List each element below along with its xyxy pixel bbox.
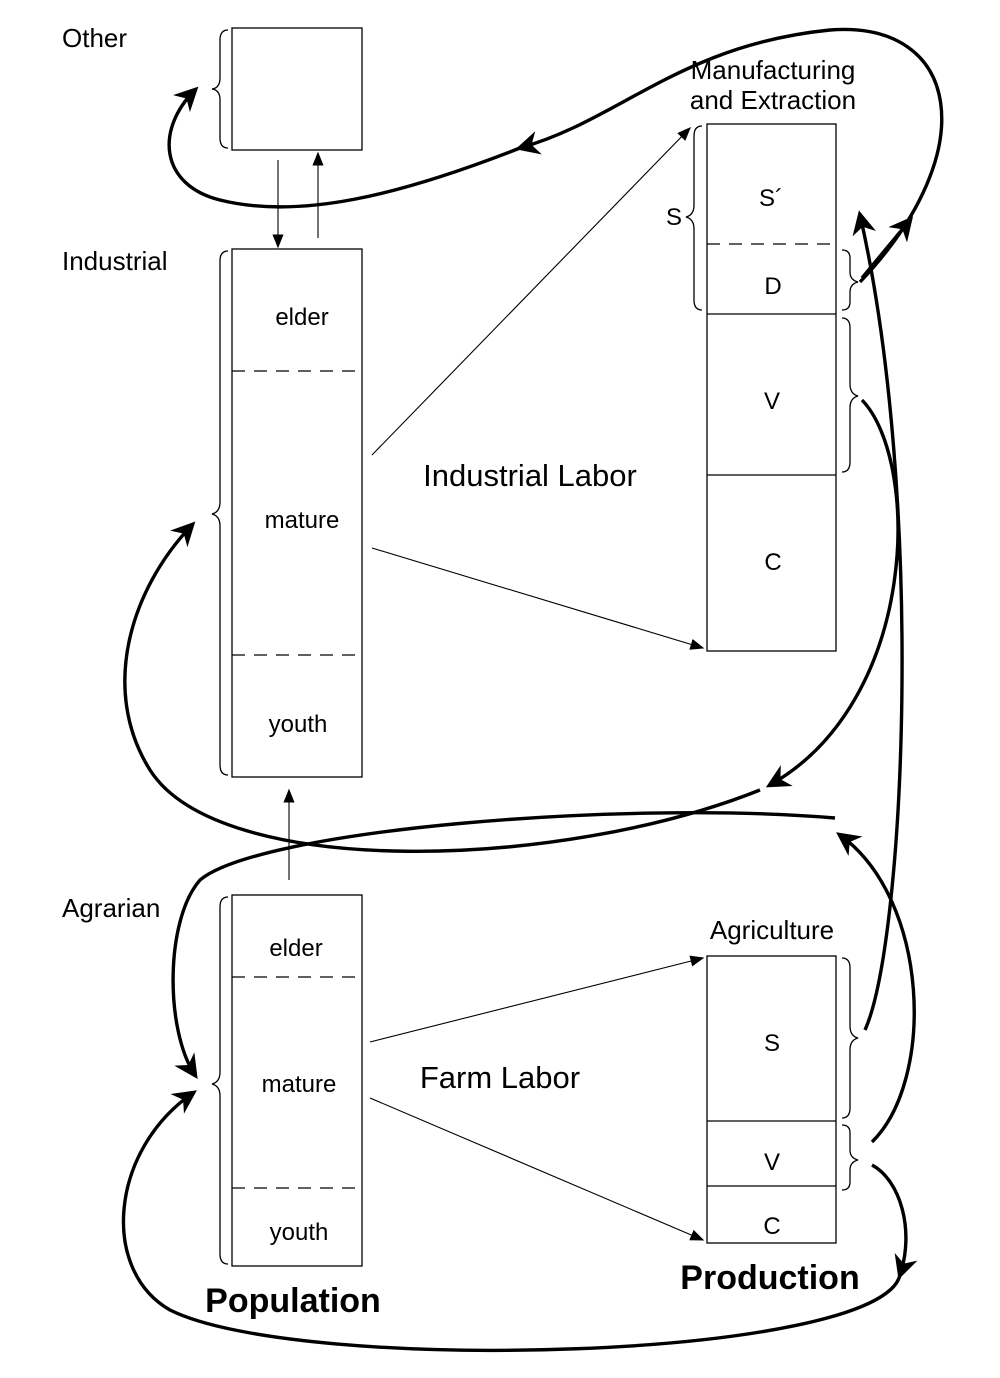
thin-flow-arrows	[272, 126, 705, 1241]
production-footer: Production	[680, 1259, 859, 1297]
industrial-mature-label: mature	[265, 507, 340, 534]
s-brace-label: S	[666, 204, 682, 231]
agrarian-population-box: elder mature youth	[211, 894, 363, 1267]
other-return-arrow	[167, 86, 521, 209]
manufacturing-label-line1: Manufacturing	[691, 55, 856, 85]
other-box	[211, 27, 363, 151]
population-column: Other Industrial Agrarian elder mature y…	[62, 23, 381, 1320]
population-footer: Population	[205, 1282, 381, 1320]
manufacturing-box: S´ D V C S	[666, 123, 859, 652]
industrial-youth-label: youth	[269, 711, 328, 738]
crossing-to-agrarian-arrow	[171, 811, 836, 1079]
agriculture-c-label: C	[763, 1213, 780, 1240]
agrarian-label: Agrarian	[62, 893, 160, 923]
farm-labor-to-agri-capital-arrow	[369, 1097, 705, 1241]
farm-labor-to-agriculture-arrow	[369, 955, 705, 1043]
production-column: Manufacturing and Extraction S´ D V C S …	[666, 55, 860, 1297]
industrial-labor-to-surplus-arrow	[371, 126, 691, 456]
industrial-elder-label: elder	[275, 304, 328, 331]
agrarian-mature-label: mature	[262, 1071, 337, 1098]
manufacturing-d-label: D	[764, 273, 781, 300]
d-to-manufacturing-arrow	[860, 216, 914, 280]
thick-flow-arrows	[121, 27, 944, 1353]
farm-labor-label: Farm Labor	[420, 1060, 580, 1095]
manufacturing-s-prime-label: S´	[759, 185, 783, 212]
industrial-label: Industrial	[62, 246, 168, 276]
agriculture-v-up-arrow	[836, 832, 916, 1144]
agrarian-elder-label: elder	[269, 935, 322, 962]
other-label: Other	[62, 23, 127, 53]
manufacturing-to-other-arrow	[515, 27, 944, 284]
agriculture-box: S V C	[706, 955, 859, 1244]
industrial-labor-to-capital-arrow	[371, 547, 705, 650]
industrial-population-box: elder mature youth	[211, 248, 363, 778]
manufacturing-v-label: V	[764, 388, 780, 415]
manufacturing-c-label: C	[764, 549, 781, 576]
agriculture-s-to-manufacturing-arrow	[852, 210, 904, 1031]
industrial-labor-label: Industrial Labor	[423, 458, 637, 493]
agriculture-label: Agriculture	[710, 915, 834, 945]
wage-to-industrial-population-arrow	[123, 521, 761, 853]
agrarian-youth-label: youth	[270, 1219, 329, 1246]
manufacturing-label-line2: and Extraction	[690, 85, 856, 115]
bottom-loop-to-agrarian-arrow	[121, 1090, 902, 1353]
agriculture-v-down-arrow	[871, 1163, 918, 1280]
agriculture-s-label: S	[764, 1030, 780, 1057]
agriculture-v-label: V	[764, 1149, 780, 1176]
manufacturing-v-to-industrial-arrow	[765, 398, 900, 788]
